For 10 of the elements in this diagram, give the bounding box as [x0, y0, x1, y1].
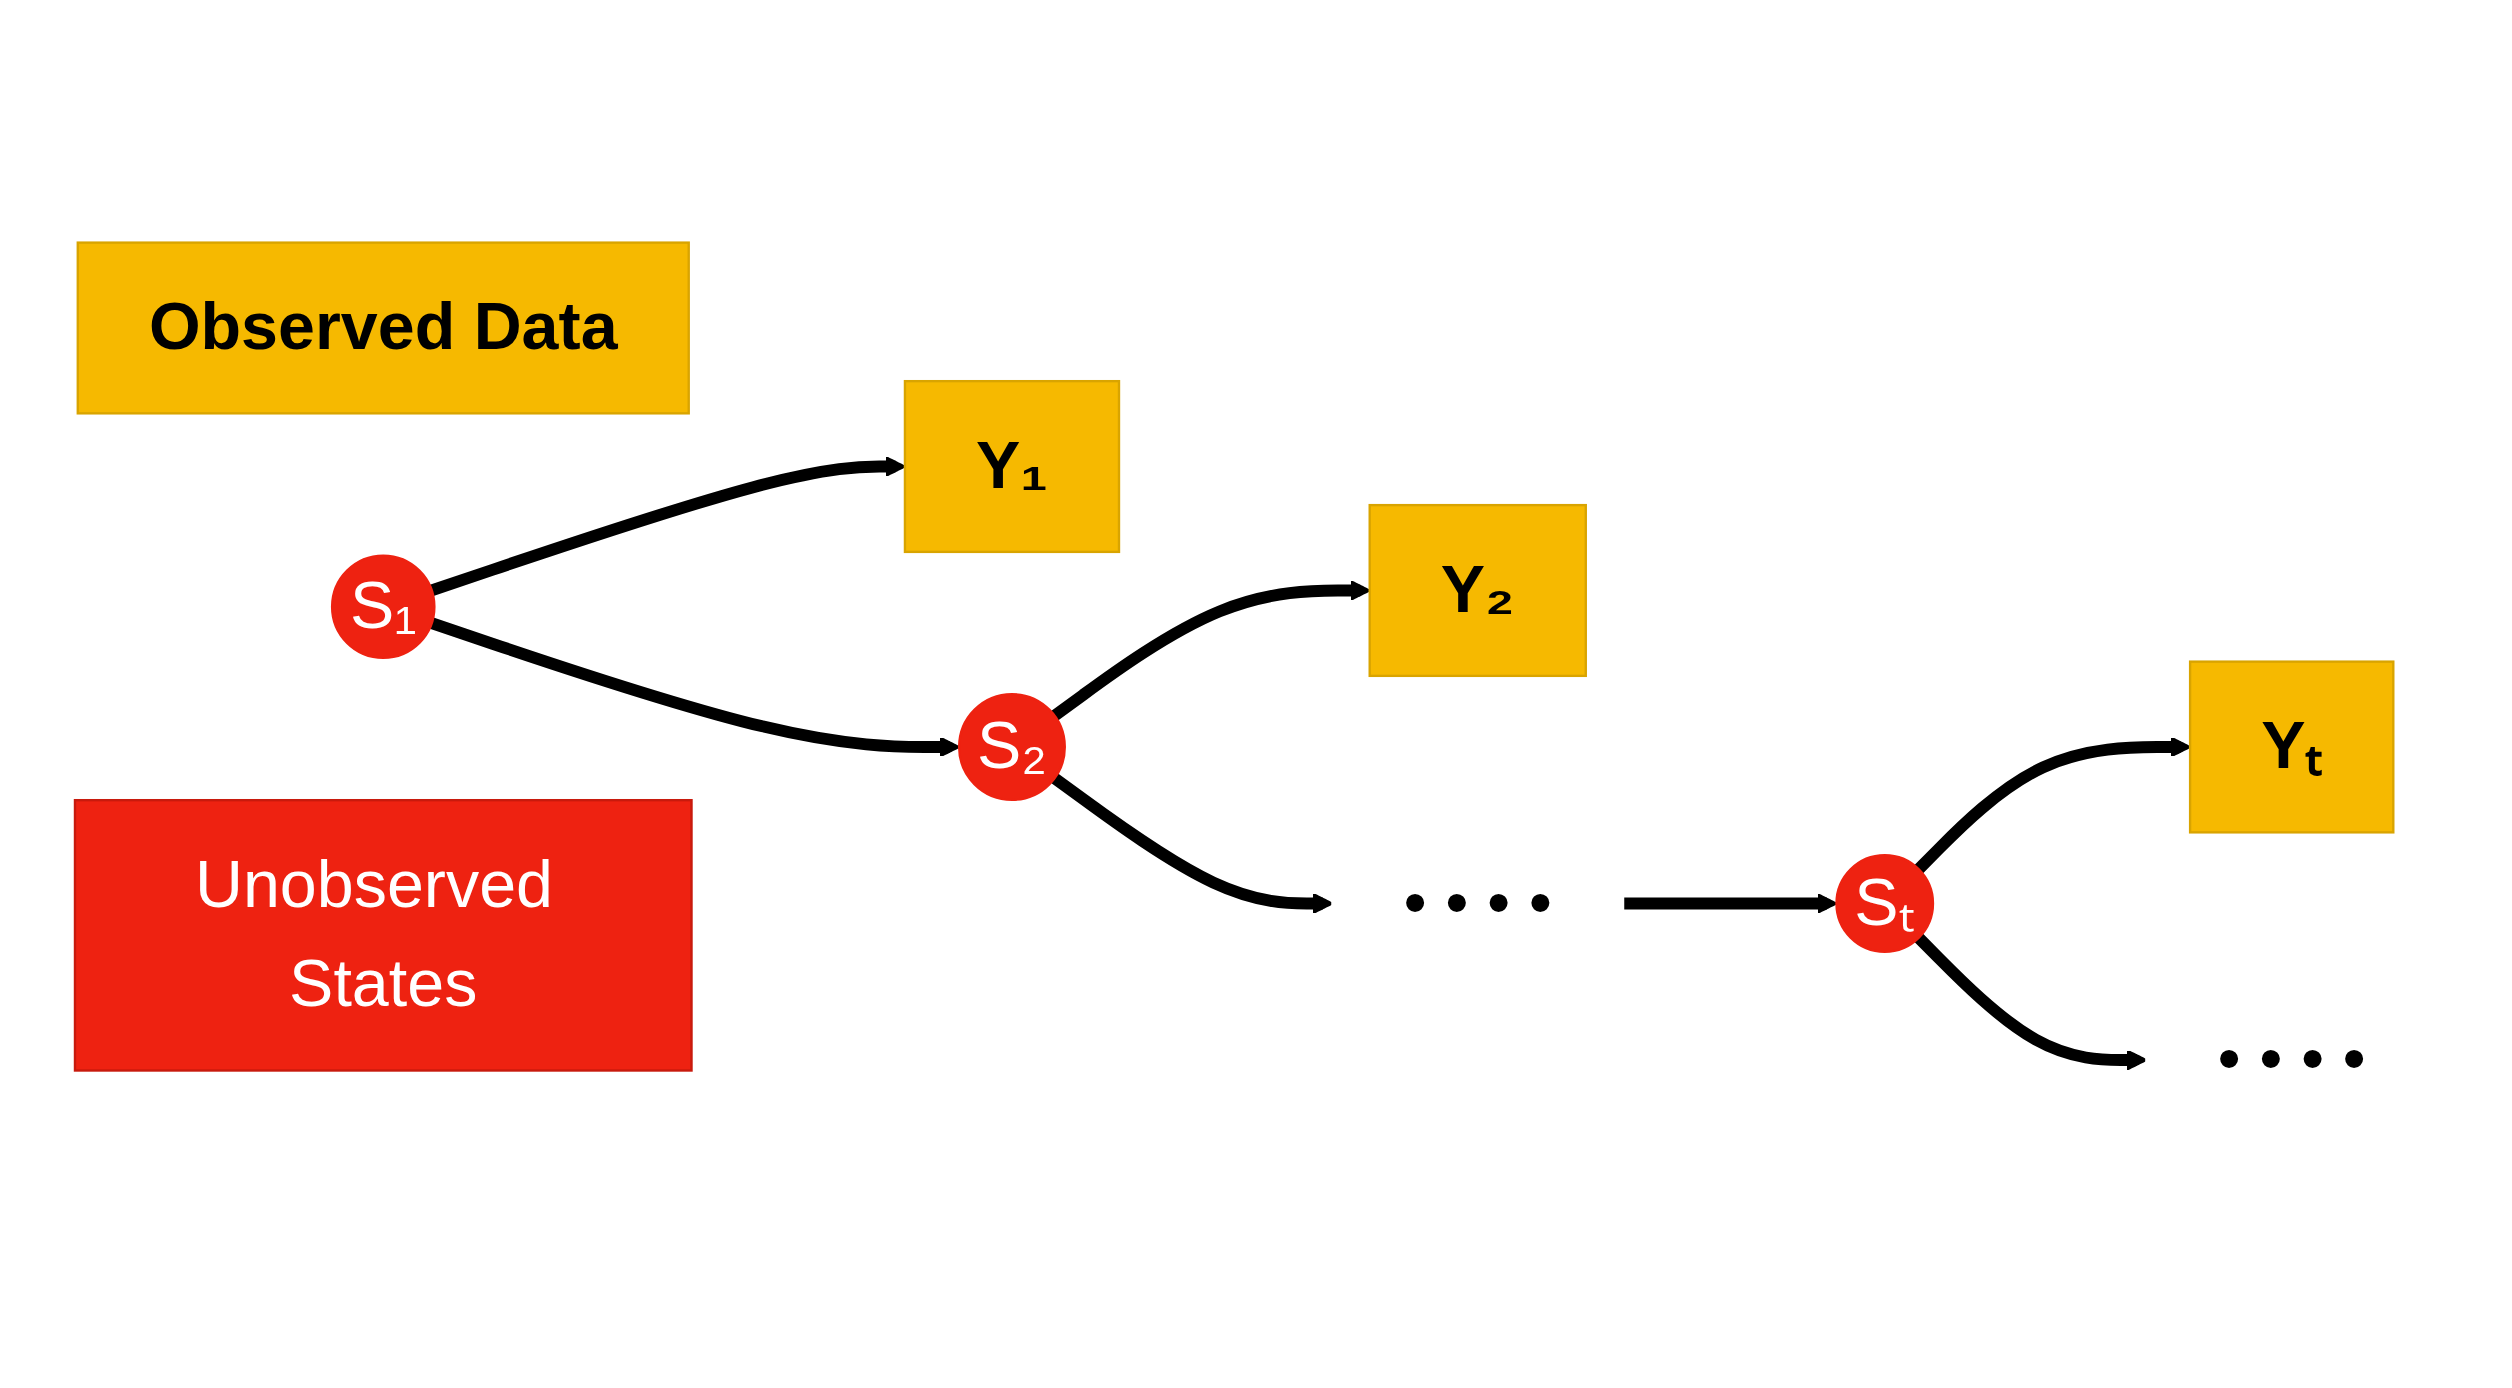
node-circle: S₁: [330, 554, 436, 660]
node-text: • • • •: [1403, 865, 1552, 940]
node-box: Y₁: [903, 379, 1121, 554]
node-box: Yₜ: [2188, 660, 2395, 834]
node-box: Observed Data: [76, 241, 690, 415]
node-box: Unobserved States: [73, 799, 693, 1072]
node-text: • • • •: [2217, 1022, 2366, 1096]
node-circle: S₂: [957, 693, 1066, 801]
node-circle: Sₜ: [1835, 854, 1935, 953]
node-box: Y₂: [1368, 503, 1587, 678]
